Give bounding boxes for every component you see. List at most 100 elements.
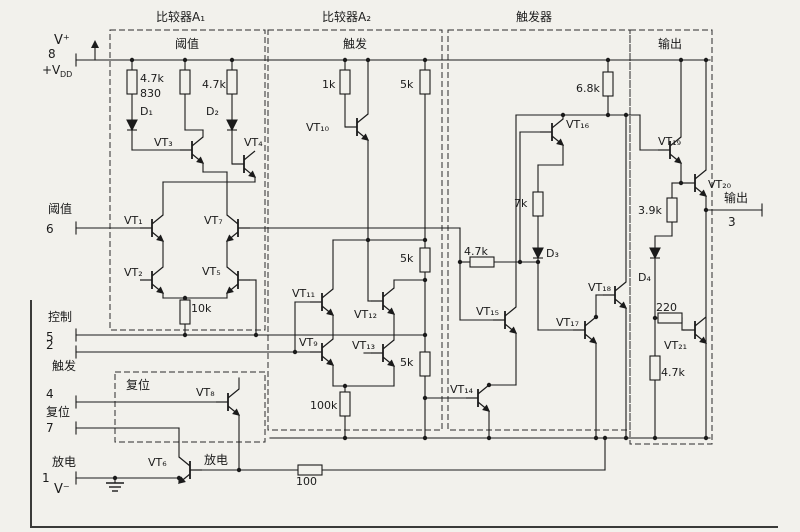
transistor-vt20 xyxy=(682,169,707,197)
comparator-a1-box xyxy=(109,29,266,331)
pin6-number: 6 xyxy=(46,222,54,236)
resistor-5k-c-value: 5k xyxy=(400,356,414,369)
diode-d3-label: D₃ xyxy=(546,247,559,260)
transistor-vt16-label: VT₁₆ xyxy=(566,118,590,131)
transistor-vt6 xyxy=(178,456,203,484)
transistor-vt8 xyxy=(215,388,240,416)
pin-vplus-label: V⁺ xyxy=(54,33,70,48)
resistor-100k xyxy=(339,391,351,417)
transistor-vt20-label: VT₂₀ xyxy=(708,178,732,191)
transistor-vt13-label: VT₁₃ xyxy=(352,339,375,352)
transistor-vt7-label: VT₇ xyxy=(204,214,223,227)
resistor-4k7-d-value: 4.7k xyxy=(661,366,685,379)
resistor-7k xyxy=(532,191,544,217)
transistor-vt6-label: VT₆ xyxy=(148,456,167,469)
diode-d4-label: D₄ xyxy=(638,271,651,284)
resistor-830 xyxy=(179,69,191,95)
pin8-number: 8 xyxy=(48,47,56,61)
reset-box xyxy=(114,371,266,443)
resistor-3k9 xyxy=(666,197,678,223)
resistor-4k7-b-value: 4.7k xyxy=(202,78,226,91)
transistor-vt21-label: VT₂₁ xyxy=(664,339,687,352)
pin-threshold-label: 阈值 xyxy=(48,201,72,216)
resistor-4k7-d xyxy=(649,355,661,381)
section-boxes xyxy=(109,29,713,445)
section-title-flip-flop: 触发器 xyxy=(516,9,552,24)
pin3-number: 3 xyxy=(728,215,736,229)
diode-d2 xyxy=(226,119,238,131)
transistor-vt14-label: VT₁₄ xyxy=(450,383,474,396)
transistor-vt2-label: VT₂ xyxy=(124,266,143,279)
supply-arrow-icon xyxy=(91,40,99,61)
resistor-10k xyxy=(179,299,191,325)
resistor-1k-value: 1k xyxy=(322,78,336,91)
transistor-vt2 xyxy=(139,266,164,294)
scan-edges xyxy=(30,300,778,528)
pin-output-label: 输出 xyxy=(724,190,748,205)
transistor-vt8-label: VT₈ xyxy=(196,386,215,399)
resistor-4k7-c-value: 4.7k xyxy=(464,245,488,258)
ground-icon xyxy=(105,482,125,492)
diode-d1 xyxy=(126,119,138,131)
section-title-comparator-a1: 比较器A₁ xyxy=(156,9,205,24)
transistor-vt7 xyxy=(226,214,251,242)
transistor-vt16 xyxy=(539,118,564,146)
transistor-vt17-label: VT₁₇ xyxy=(556,316,579,329)
diode-d2-label: D₂ xyxy=(206,105,219,118)
resistor-10k-value: 10k xyxy=(191,302,212,315)
pin-trigger-label: 触发 xyxy=(52,358,76,373)
resistor-7k-value: 7k xyxy=(514,197,528,210)
labels: 比较器A₁ 比较器A₂ 触发器 输出 阈值 触发 复位 放电 V⁺ 8 +V D… xyxy=(42,9,748,497)
transistor-vt1 xyxy=(139,214,164,242)
resistor-6k8-value: 6.8k xyxy=(576,82,600,95)
transistor-vt1-label: VT₁ xyxy=(124,214,143,227)
transistor-vt15-label: VT₁₅ xyxy=(476,305,499,318)
pin5-number: 5 xyxy=(46,330,54,344)
transistor-vt3-label: VT₃ xyxy=(154,136,173,149)
resistor-220-value: 220 xyxy=(656,301,677,314)
region-label-threshold: 阈值 xyxy=(175,36,199,51)
transistor-vt3 xyxy=(179,136,204,164)
transistor-vt10 xyxy=(344,113,369,141)
transistor-vt11-label: VT₁₁ xyxy=(292,287,315,300)
comparator-a2-box xyxy=(267,29,443,431)
resistor-4k7-b xyxy=(226,69,238,95)
section-title-comparator-a2: 比较器A₂ xyxy=(322,9,371,24)
transistor-vt4-label: VT₄ xyxy=(244,136,263,149)
diodes xyxy=(126,119,661,259)
resistor-1k xyxy=(339,69,351,95)
resistor-5k-b xyxy=(419,247,431,273)
resistor-5k-a-value: 5k xyxy=(400,78,414,91)
pin-vdd-label: +V xyxy=(42,63,61,77)
section-title-output: 输出 xyxy=(658,36,682,51)
pin-control-label: 控制 xyxy=(48,310,72,324)
pin1-number: 1 xyxy=(42,471,50,485)
pin-ticks xyxy=(75,53,763,485)
junction-dots xyxy=(112,57,709,481)
output-stage-box xyxy=(629,29,713,445)
pin-vdd-subscript: DD xyxy=(60,70,72,79)
circuit-wiring xyxy=(75,59,763,484)
resistor-4k7-a-value: 4.7k xyxy=(140,72,164,85)
resistor-100-value: 100 xyxy=(296,475,317,488)
pin7-number: 7 xyxy=(46,421,54,435)
transistor-vt12-label: VT₁₂ xyxy=(354,308,377,321)
transistor-vt18-label: VT₁₈ xyxy=(588,281,612,294)
transistor-vt10-label: VT₁₀ xyxy=(306,121,330,134)
pin2-number: 2 xyxy=(46,338,54,352)
transistor-vt4 xyxy=(231,150,256,178)
resistor-100k-value: 100k xyxy=(310,399,338,412)
transistor-vt9-label: VT₉ xyxy=(299,336,318,349)
resistor-830-value: 830 xyxy=(140,87,161,100)
diode-d1-label: D₁ xyxy=(140,105,153,118)
resistor-4k7-c xyxy=(469,256,495,268)
transistor-vt19-label: VT₁₉ xyxy=(658,135,681,148)
pin-vminus-label: V⁻ xyxy=(54,482,70,497)
resistor-4k7-a xyxy=(126,69,138,95)
diode-d3 xyxy=(532,247,544,259)
resistor-5k-c xyxy=(419,351,431,377)
resistor-100 xyxy=(297,464,323,476)
resistor-220 xyxy=(657,312,683,324)
